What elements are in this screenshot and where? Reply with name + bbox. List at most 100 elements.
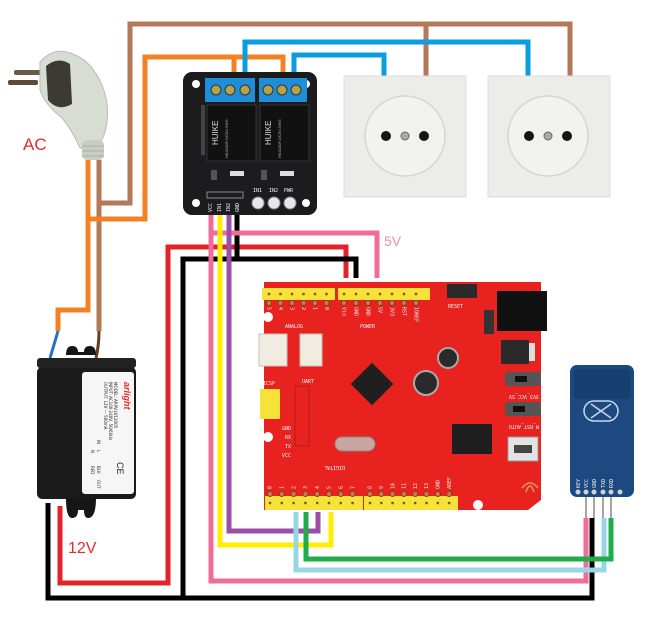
psu-ce-mark: CE — [115, 462, 125, 475]
digital-high-pin-label: 12 — [413, 483, 419, 489]
digital-low-pin-hole — [304, 501, 307, 505]
mount-hole — [473, 500, 483, 510]
mount-hole — [192, 199, 200, 207]
power-label: POWER — [360, 324, 376, 330]
analog-pin-hole — [279, 292, 282, 296]
digital-high-pad — [366, 490, 373, 497]
power-pad — [352, 299, 359, 306]
digital-low-pad — [290, 490, 297, 497]
digital-high-pin-hole — [414, 501, 417, 505]
digital-low-pin-hole — [292, 501, 295, 505]
digital-high-pin-hole — [402, 501, 406, 505]
digital-high-pad — [400, 490, 407, 497]
uart-pin-rx: RX — [285, 435, 291, 441]
grove-connector-i2c — [299, 333, 323, 367]
analog-pad — [323, 299, 330, 306]
uart-label: UART — [302, 379, 314, 385]
digital-low-pin-hole — [339, 501, 342, 505]
psu-out-blk: BLK — [96, 466, 101, 474]
reset-button[interactable] — [447, 284, 477, 298]
relay-2-model: HK4100F-DC5V-SHG — [277, 119, 282, 158]
analog-pin-label: 1 — [311, 307, 317, 310]
bluetooth-module: KEY VCC GND TXD RXD — [570, 365, 634, 518]
power-pad — [364, 299, 371, 306]
analog-pad — [277, 299, 284, 306]
relay-pin-header — [206, 191, 244, 199]
diode — [280, 171, 294, 176]
digital-low-pad — [278, 490, 285, 497]
reset-label: RESET — [448, 304, 463, 310]
digital-low-pad — [266, 490, 273, 497]
psu-label-sticker — [82, 372, 134, 494]
analog-pad — [311, 299, 318, 306]
digital-low-pin-hole — [351, 501, 354, 505]
grove-connector-uart — [258, 333, 288, 367]
switch-voltage-knob — [515, 376, 527, 382]
power-pin-label: 5V — [376, 307, 382, 313]
psu-output: OUTPUT: 12V --- 500mA — [103, 382, 108, 430]
relay-led-pwr-label: PWR — [284, 188, 294, 194]
digital-high-pin-label: 13 — [424, 483, 430, 489]
digital-low-pin-label: 3 — [303, 486, 309, 489]
power-pin-hole — [366, 292, 370, 296]
digital-low-pin-label: 1 — [280, 486, 286, 489]
power-pin-hole — [342, 292, 346, 296]
relay-led-in1 — [251, 196, 265, 210]
socket-2-screw — [543, 131, 553, 141]
socket-1-hole — [381, 131, 391, 141]
power-pad — [388, 299, 395, 306]
psu-top — [37, 358, 136, 368]
power-pin-label: RST — [400, 307, 406, 316]
relay-pin-gnd: GND — [235, 203, 241, 212]
icsp-header[interactable] — [260, 389, 280, 419]
psu-input-wire-brown — [94, 330, 101, 359]
transistor — [211, 170, 217, 180]
digital-low-pad — [349, 490, 356, 497]
terminal-screw — [224, 84, 236, 96]
wire-black-arduino-gnd — [180, 256, 359, 598]
socket-2 — [487, 75, 611, 198]
analog-header — [262, 288, 335, 300]
digital-header-low — [265, 496, 363, 510]
socket-2-hole — [562, 131, 572, 141]
terminal-screw — [262, 84, 274, 96]
wire-lightblue-rx — [293, 512, 607, 573]
dc-jack — [497, 291, 547, 331]
analog-label: ANALOG — [285, 324, 303, 330]
psu-out-red: RED — [90, 466, 95, 474]
relay-led-pwr — [283, 196, 297, 210]
uart-header — [294, 385, 310, 447]
5v-label: 5V — [384, 233, 402, 249]
analog-pad — [300, 299, 307, 306]
relay-2-brand: HUIKE — [264, 121, 273, 145]
digital-low-pin-label: 5 — [327, 486, 333, 489]
digital-high-pad — [389, 490, 396, 497]
relay-led-in2-label: IN2 — [269, 188, 278, 194]
digital-low-pad — [314, 490, 321, 497]
relay-1 — [206, 104, 257, 162]
psu-in-label: IN — [96, 440, 101, 444]
mini-usb-port[interactable] — [507, 436, 539, 462]
crystal — [334, 436, 376, 452]
digital-high-pin-hole — [447, 501, 451, 505]
digital-low-pin-label: 7 — [350, 486, 356, 489]
psu-out-label: OUT — [96, 480, 101, 489]
board-logo-icon — [521, 482, 539, 493]
socket-1-hole — [419, 131, 429, 141]
digital-low-pin-hole — [327, 501, 331, 505]
voltage-regulator — [501, 340, 529, 364]
power-pad — [340, 299, 347, 306]
psu-12v: arlight MODEL: ARPV-LV12005 INPUT: AC100… — [37, 330, 136, 518]
power-pin-hole — [414, 292, 418, 296]
digital-high-pin-hole — [368, 501, 372, 505]
icsp-label: ICSP — [263, 381, 275, 387]
power-pin-hole — [402, 292, 406, 296]
digital-high-pin-label: 8 — [368, 486, 374, 489]
digital-high-pad — [446, 490, 453, 497]
capacitor — [413, 370, 439, 396]
